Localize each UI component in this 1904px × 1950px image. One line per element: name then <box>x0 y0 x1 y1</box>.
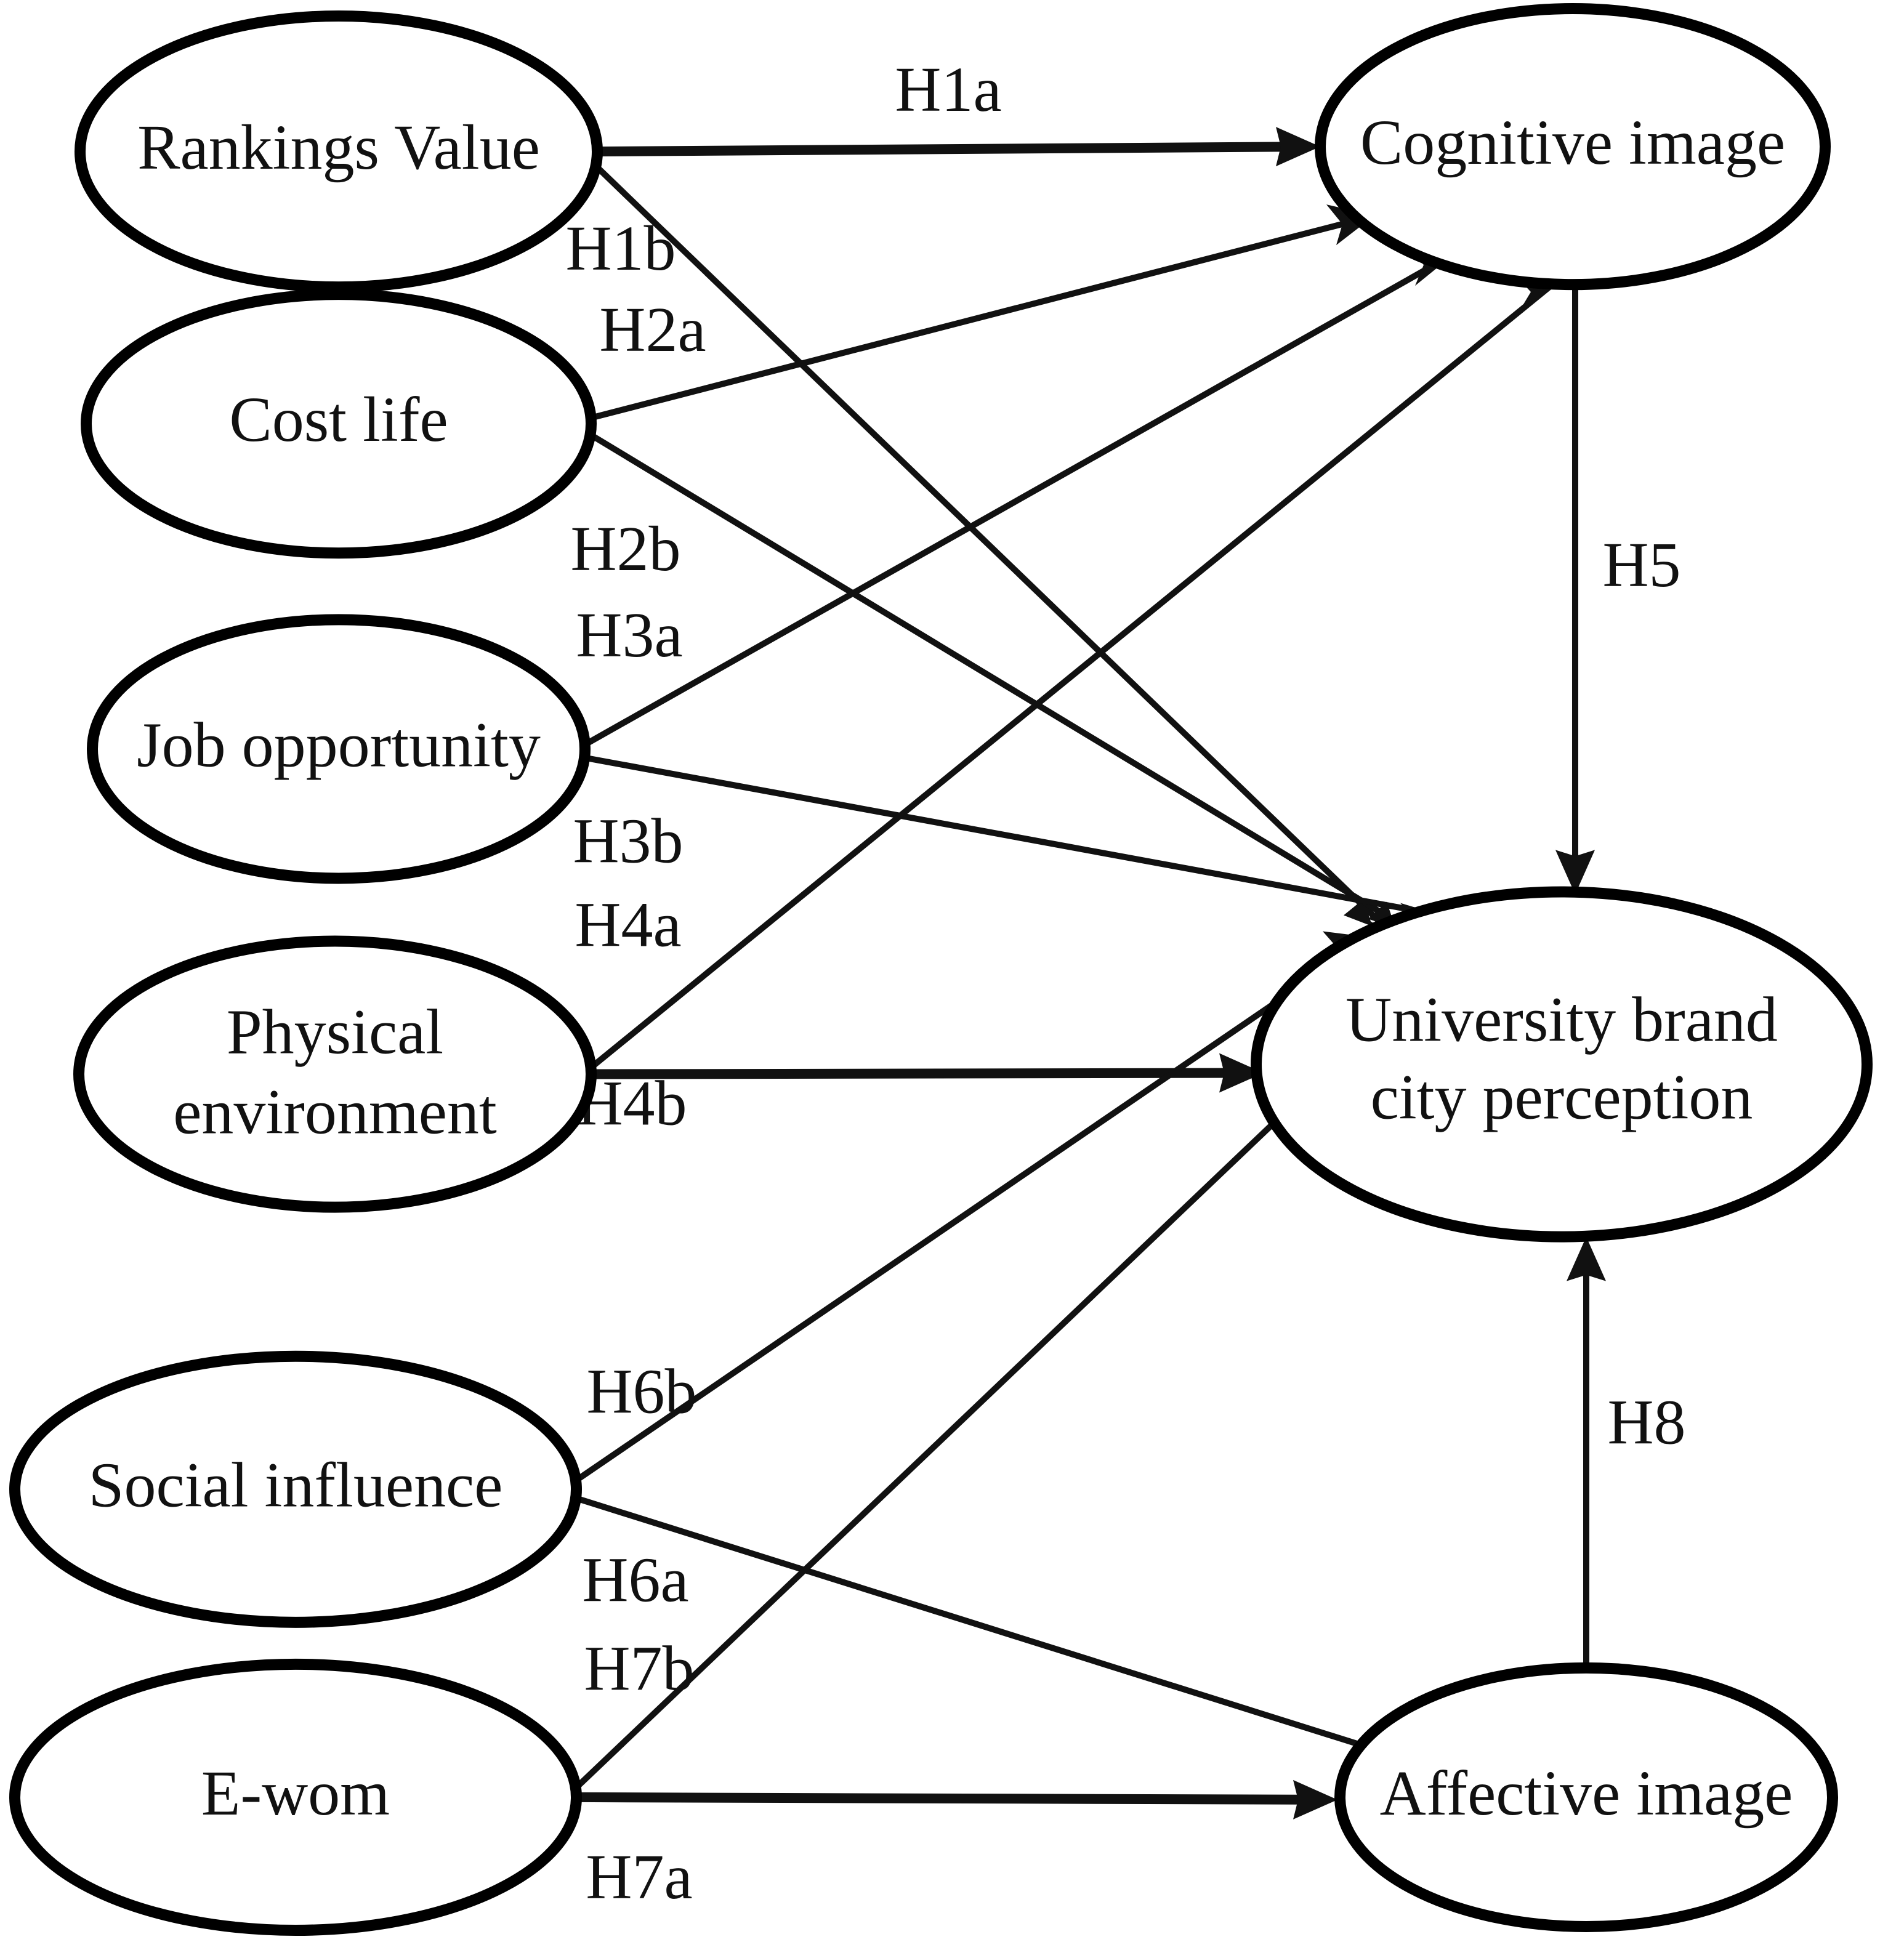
edge-h6a-line <box>574 1494 1395 1759</box>
edge-label-h7a: H7a <box>586 1842 692 1912</box>
node-physical-environment-label-line2: environment <box>173 1076 497 1147</box>
edge-h7a-arrowhead <box>1293 1779 1337 1819</box>
node-university-brand-city-perception-shape <box>1251 886 1873 1243</box>
edge-h1b[interactable] <box>590 160 1392 934</box>
edge-h1a-arrowhead <box>1276 127 1320 167</box>
edge-h3a[interactable] <box>582 246 1454 748</box>
node-cognitive-image[interactable]: Cognitive image <box>1315 3 1831 291</box>
edge-h2a-line <box>586 216 1362 422</box>
node-physical-environment-shape <box>73 935 597 1213</box>
node-rankings-value[interactable]: Rankings Value <box>75 10 603 293</box>
edge-h1a-line <box>593 142 1309 157</box>
edge-h3b-line <box>583 754 1435 917</box>
node-cost-life-shape <box>81 289 597 559</box>
node-job-opportunity[interactable]: Job opportunity <box>87 614 591 884</box>
edge-h8-arrowhead <box>1567 1236 1606 1281</box>
node-social-influence-label: Social influence <box>89 1450 503 1521</box>
edge-h7a-line <box>576 1792 1325 1805</box>
node-job-opportunity-shape <box>87 614 591 884</box>
edge-h1a[interactable] <box>593 127 1320 167</box>
edge-h4a-line <box>585 284 1552 1073</box>
node-physical-environment-label-line1: Physical <box>227 996 443 1067</box>
node-cost-life[interactable]: Cost life <box>81 289 597 559</box>
node-job-opportunity-label: Job opportunity <box>137 709 541 780</box>
node-e-wom-label: E-wom <box>201 1758 390 1829</box>
edge-h4b-arrowhead <box>1219 1053 1264 1093</box>
edge-h3b[interactable] <box>583 754 1448 940</box>
edge-h6b-line <box>572 943 1360 1485</box>
node-rankings-value-shape <box>75 10 603 293</box>
edge-h5-arrowhead <box>1555 850 1595 895</box>
edge-h8[interactable] <box>1567 1236 1606 1667</box>
edge-h6a[interactable] <box>574 1494 1408 1779</box>
node-physical-environment[interactable]: Physical environment <box>73 935 597 1213</box>
node-university-brand-label-line2: city perception <box>1371 1062 1753 1132</box>
node-affective-image[interactable]: Affective image <box>1334 1662 1838 1932</box>
edge-h5[interactable] <box>1555 281 1595 895</box>
edge-label-layer: H1a H1b H2a H2b H3a H3b H4a H4b H5 H6b H… <box>565 54 1685 1912</box>
edge-h7a[interactable] <box>576 1779 1337 1819</box>
edge-label-h3b: H3b <box>573 805 683 876</box>
edge-h1b-line <box>590 160 1382 924</box>
edge-label-h5: H5 <box>1602 530 1680 600</box>
node-cognitive-image-shape <box>1315 3 1831 291</box>
node-layer: Rankings Value Cost life Job opportunity… <box>9 3 1873 1936</box>
node-rankings-value-label: Rankings Value <box>137 112 540 183</box>
edge-label-h6b: H6b <box>586 1356 696 1427</box>
node-university-brand-city-perception[interactable]: University brand city perception <box>1251 886 1873 1243</box>
edge-label-h1a: H1a <box>895 54 1001 125</box>
node-e-wom-shape <box>9 1658 582 1936</box>
edge-label-h7b: H7b <box>584 1634 694 1704</box>
edge-label-h2a: H2a <box>599 294 706 365</box>
edge-label-h2b: H2b <box>570 514 680 584</box>
edge-h4b-line <box>588 1068 1251 1079</box>
edge-label-h3a: H3a <box>576 600 682 671</box>
node-university-brand-label-line1: University brand <box>1345 984 1778 1055</box>
node-affective-image-label: Affective image <box>1380 1758 1793 1829</box>
node-social-influence[interactable]: Social influence <box>9 1350 582 1628</box>
node-cost-life-label: Cost life <box>229 384 448 455</box>
node-cognitive-image-label: Cognitive image <box>1360 107 1785 178</box>
node-affective-image-shape <box>1334 1662 1838 1932</box>
edge-label-h6a: H6a <box>582 1545 688 1616</box>
edge-h3a-line <box>582 258 1443 748</box>
node-social-influence-shape <box>9 1350 582 1628</box>
edge-h4b[interactable] <box>588 1053 1264 1093</box>
edge-label-h4a: H4a <box>575 889 681 960</box>
edge-label-h8: H8 <box>1607 1387 1685 1458</box>
edge-h1b-arrowhead <box>1344 899 1392 934</box>
edge-h2b-line <box>587 430 1406 929</box>
node-e-wom[interactable]: E-wom <box>9 1658 582 1936</box>
edge-label-h1b: H1b <box>565 213 676 284</box>
